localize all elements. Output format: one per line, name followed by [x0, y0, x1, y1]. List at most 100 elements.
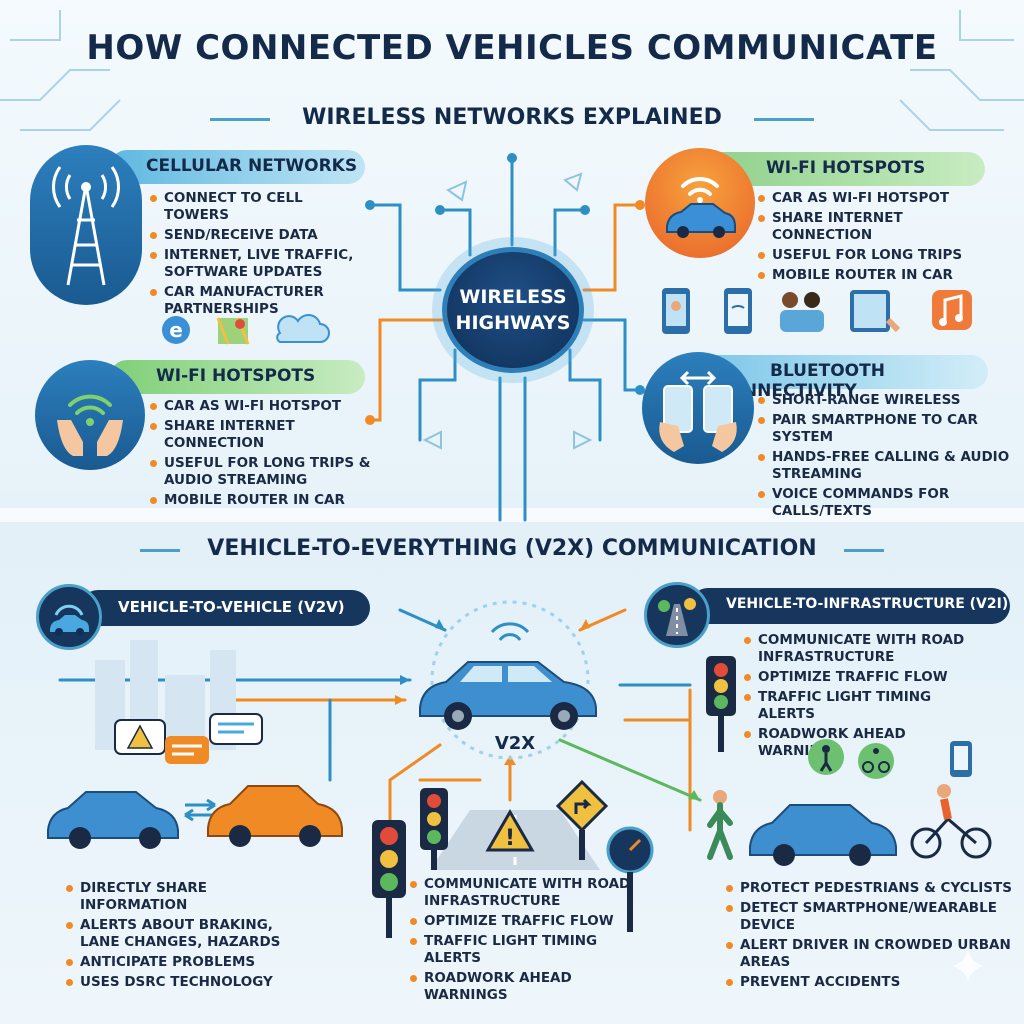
hub-line-1: WIRELESS [459, 286, 567, 308]
infrastructure-scene: ! [360, 770, 660, 940]
list-item: SHORT-RANGE WIRELESS [756, 392, 1014, 409]
v2x-title-line-right [844, 549, 884, 552]
v2x-title-line-left [140, 549, 180, 552]
infra-bottom-list: COMMUNICATE WITH ROAD INFRASTRUCTURE OPT… [408, 876, 648, 1007]
passengers-icon [780, 292, 824, 332]
orange-car-icon [207, 785, 343, 847]
v2x-center-car [400, 600, 620, 760]
tablet-icon [850, 290, 901, 333]
message-bubble-icon [209, 713, 263, 745]
list-item: PROTECT PEDESTRIANS & CYCLISTS [724, 880, 1022, 897]
list-item: USES DSRC TECHNOLOGY [64, 974, 314, 991]
list-item: CONNECT TO CELL TOWERS [148, 190, 368, 224]
wifi-left-list: CAR AS WI-FI HOTSPOT SHARE INTERNET CONN… [148, 398, 378, 512]
cellular-heading-label: CELLULAR NETWORKS [146, 156, 358, 176]
v2p-list: PROTECT PEDESTRIANS & CYCLISTS DETECT SM… [724, 880, 1022, 994]
list-item: TRAFFIC LIGHT TIMING ALERTS [742, 689, 992, 723]
list-item: ROADWORK AHEAD WARNINGS [408, 970, 648, 1004]
v2v-heading: VEHICLE-TO-VEHICLE (V2V) [80, 590, 370, 626]
list-item: COMMUNICATE WITH ROAD INFRASTRUCTURE [408, 876, 648, 910]
subtitle-line-left [210, 118, 270, 121]
list-item: MOBILE ROUTER IN CAR [756, 267, 996, 284]
list-item: DIRECTLY SHARE INFORMATION [64, 880, 314, 914]
traffic-light-small-icon [420, 788, 448, 870]
v2v-list: DIRECTLY SHARE INFORMATION ALERTS ABOUT … [64, 880, 314, 994]
cellular-heading: CELLULAR NETWORKS [110, 150, 365, 184]
v2x-center-label: V2X [494, 733, 536, 754]
blue-car-icon [47, 791, 179, 849]
v2i-heading: VEHICLE-TO-INFRASTRUCTURE (V2I) [690, 588, 1010, 624]
triangle-decoration [422, 172, 593, 450]
cellular-list: CONNECT TO CELL TOWERS SEND/RECEIVE DATA… [148, 190, 368, 321]
device-icons-row [660, 282, 980, 338]
smartphone-alert-icon [950, 741, 972, 777]
list-item: MOBILE ROUTER IN CAR [148, 492, 378, 509]
video-call-phone-icon [662, 288, 690, 334]
list-item: PAIR SMARTPHONE TO CAR SYSTEM [756, 412, 1014, 446]
v2x-title: VEHICLE-TO-EVERYTHING (V2X) COMMUNICATIO… [207, 536, 817, 561]
list-item: CAR AS WI-FI HOTSPOT [148, 398, 378, 415]
list-item: ANTICIPATE PROBLEMS [64, 954, 314, 971]
list-item: USEFUL FOR LONG TRIPS [756, 247, 996, 264]
v2i-road-icon [644, 582, 710, 648]
svg-text:e: e [169, 318, 183, 342]
wireless-highways-hub: WIRELESS HIGHWAYS [442, 247, 584, 373]
pedestrian-scene [700, 735, 1010, 870]
svg-text:!: ! [505, 826, 515, 851]
wifi-left-heading: WI-FI HOTSPOTS [110, 360, 365, 394]
list-item: PREVENT ACCIDENTS [724, 974, 1022, 991]
pedestrian-icon [707, 790, 733, 860]
wifi-right-list: CAR AS WI-FI HOTSPOT SHARE INTERNET CONN… [756, 190, 996, 287]
turn-sign-icon [555, 779, 609, 860]
panel-divider [0, 508, 1024, 522]
sparkle-icon [950, 948, 986, 984]
v2v-car-icon [36, 584, 102, 650]
circuit-decoration [0, 10, 1024, 131]
warning-sign-icon: ! [485, 809, 535, 852]
list-item: CAR MANUFACTURER PARTNERSHIPS [148, 284, 368, 318]
list-item: ALERTS ABOUT BRAKING, LANE CHANGES, HAZA… [64, 917, 314, 951]
speedometer-icon [606, 826, 654, 932]
v2x-arrowheads [395, 619, 700, 800]
browser-icon: e [162, 316, 190, 344]
wifi-hands-icon [35, 360, 145, 470]
list-item: SHARE INTERNET CONNECTION [756, 210, 996, 244]
v2v-scene [40, 710, 350, 870]
wifi-right-heading-label: WI-FI HOTSPOTS [766, 158, 926, 178]
bluetooth-list: SHORT-RANGE WIRELESS PAIR SMARTPHONE TO … [756, 392, 1014, 523]
bluetooth-phones-icon [642, 352, 754, 464]
cloud-icon [276, 314, 330, 343]
list-item: COMMUNICATE WITH ROAD INFRASTRUCTURE [742, 632, 992, 666]
v2i-list: COMMUNICATE WITH ROAD INFRASTRUCTURE OPT… [742, 632, 992, 763]
chat-bubble-icon [165, 736, 209, 764]
list-item: VOICE COMMANDS FOR CALLS/TEXTS [756, 486, 1014, 520]
list-item: USEFUL FOR LONG TRIPS & AUDIO STREAMING [148, 455, 378, 489]
pedestrian-alert-icon [808, 739, 844, 775]
list-item: ALERT DRIVER IN CROWDED URBAN AREAS [724, 937, 1022, 971]
subtitle: WIRELESS NETWORKS EXPLAINED [302, 105, 722, 130]
cellular-app-icons: e [160, 312, 340, 348]
map-icon [216, 317, 250, 345]
list-item: INTERNET, LIVE TRAFFIC, SOFTWARE UPDATES [148, 247, 368, 281]
list-item: HANDS-FREE CALLING & AUDIO STREAMING [756, 449, 1014, 483]
list-item: OPTIMIZE TRAFFIC FLOW [742, 669, 992, 686]
list-item: SHARE INTERNET CONNECTION [148, 418, 378, 452]
cell-tower-icon [30, 145, 142, 305]
wifi-car-icon [645, 148, 755, 258]
music-app-icon [932, 290, 972, 330]
cyclist-alert-icon [858, 743, 894, 779]
list-item: DETECT SMARTPHONE/WEARABLE DEVICE [724, 900, 1022, 934]
warning-bubble-icon [114, 719, 166, 755]
hub-line-2: HIGHWAYS [455, 312, 571, 334]
wifi-phone-icon [724, 288, 752, 334]
subtitle-line-right [754, 118, 814, 121]
list-item: CAR AS WI-FI HOTSPOT [756, 190, 996, 207]
page-title: HOW CONNECTED VEHICLES COMMUNICATE [86, 28, 938, 68]
wifi-left-heading-label: WI-FI HOTSPOTS [156, 366, 316, 386]
traffic-light-icon [372, 820, 406, 938]
cyclist-icon [910, 784, 992, 859]
list-item: OPTIMIZE TRAFFIC FLOW [408, 913, 648, 930]
list-item: SEND/RECEIVE DATA [148, 227, 368, 244]
connector-dots [365, 153, 645, 425]
